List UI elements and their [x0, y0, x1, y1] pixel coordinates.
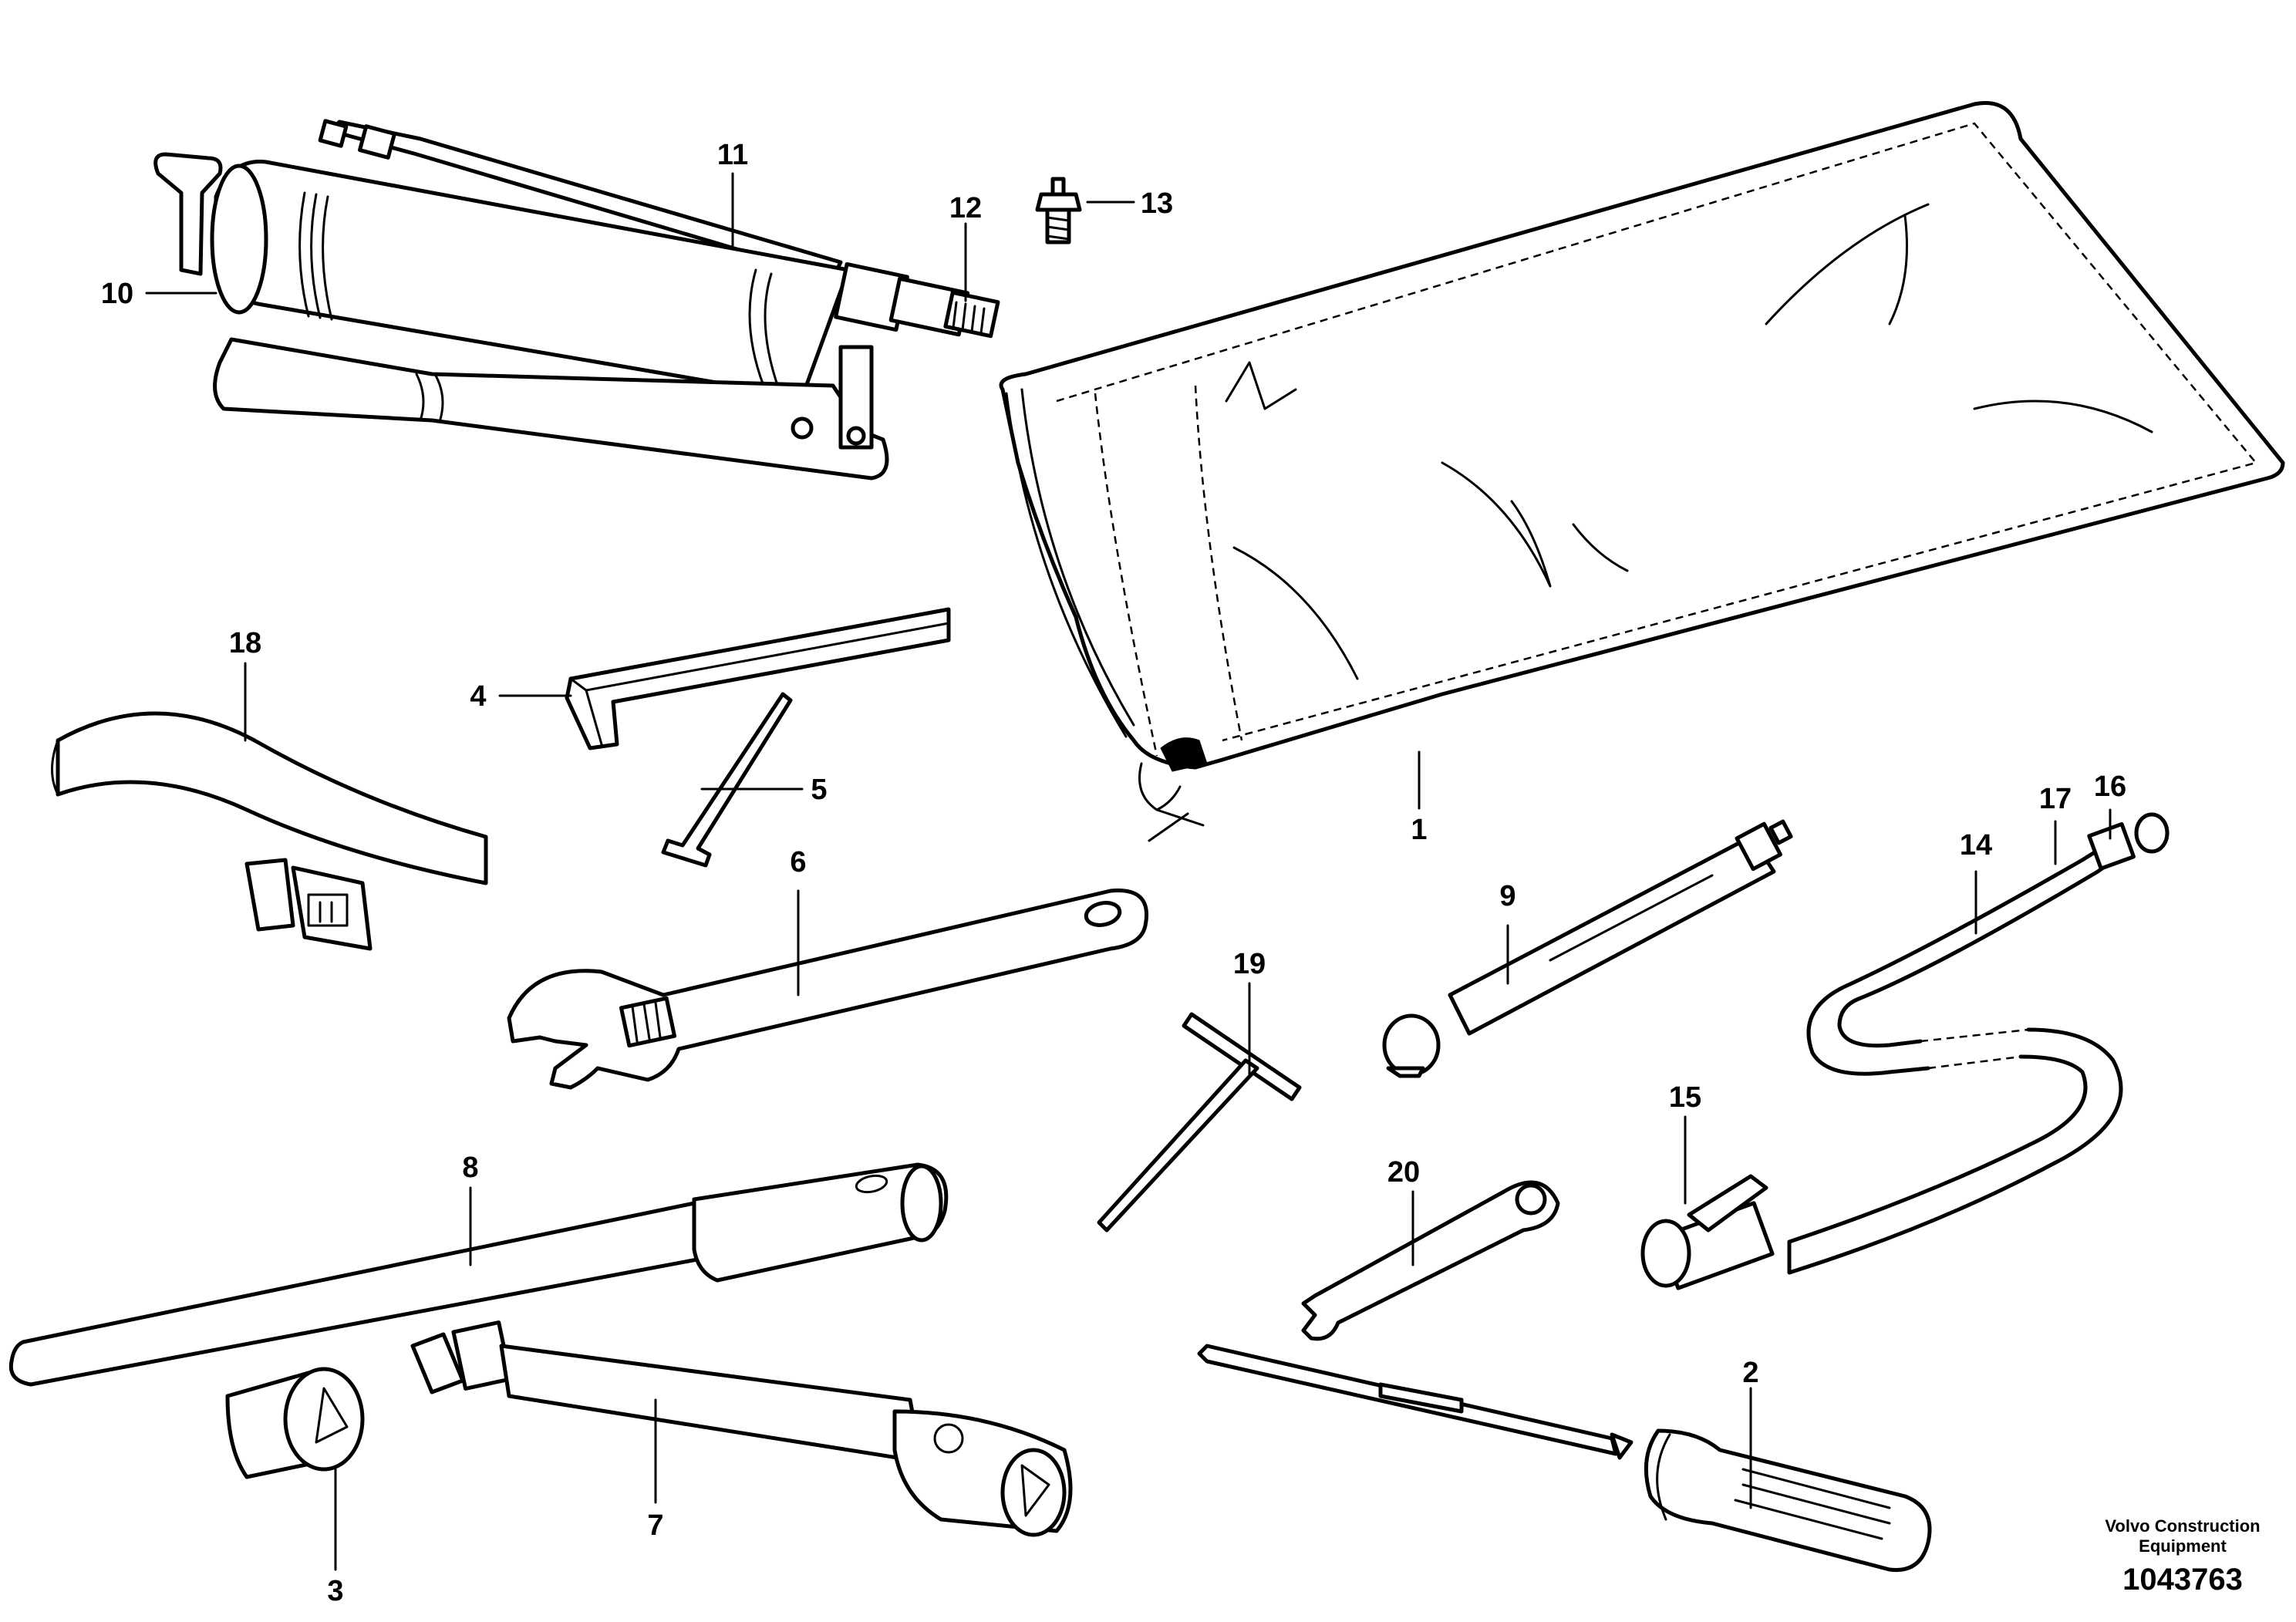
callout-16: 16 — [2094, 771, 2126, 803]
tool-bag-illustration — [999, 101, 2285, 842]
callout-10: 10 — [101, 278, 133, 310]
grease-gun-illustration — [153, 119, 1000, 481]
drawing-number: 1043763 — [2122, 1563, 2243, 1597]
manufacturer-credit: Volvo Construction Equipment — [2044, 1516, 2296, 1556]
combination-spanner-illustration — [1301, 1180, 1560, 1341]
callout-19: 19 — [1233, 948, 1266, 980]
socket-illustration — [225, 1367, 365, 1479]
grease-nipple-illustration — [1035, 177, 1082, 244]
callout-3: 3 — [327, 1575, 343, 1607]
callout-1: 1 — [1411, 814, 1427, 846]
callout-7: 7 — [647, 1509, 663, 1542]
callout-12: 12 — [949, 192, 982, 224]
callout-17: 17 — [2039, 783, 2072, 815]
small-hex-key-illustration — [661, 692, 793, 868]
adjustable-wrench-illustration — [507, 889, 1148, 1090]
callout-5: 5 — [811, 774, 827, 806]
filter-strap-wrench-illustration — [51, 711, 488, 951]
callout-2: 2 — [1742, 1357, 1758, 1389]
box-wrench-handle-illustration — [410, 1320, 1073, 1537]
callout-15: 15 — [1669, 1081, 1701, 1114]
callout-8: 8 — [462, 1152, 478, 1184]
tyre-inflation-hose-illustration — [1640, 812, 2170, 1290]
leader-lines — [145, 172, 2112, 1571]
callout-18: 18 — [229, 627, 261, 659]
callout-14: 14 — [1960, 829, 1992, 862]
callout-6: 6 — [790, 846, 806, 878]
callout-20: 20 — [1387, 1156, 1420, 1189]
callout-9: 9 — [1499, 880, 1515, 912]
manufacturer-line-1: Volvo Construction — [2105, 1516, 2261, 1536]
t-handle-hex-key-illustration — [1097, 1012, 1302, 1233]
callout-4: 4 — [470, 680, 486, 713]
pressure-gauge-illustration — [1382, 819, 1793, 1078]
large-hex-key-illustration — [565, 607, 951, 750]
screwdriver-illustration — [1197, 1344, 1932, 1573]
callout-13: 13 — [1141, 187, 1173, 220]
callout-11: 11 — [717, 139, 748, 171]
tommy-bar-illustration — [8, 1162, 949, 1387]
manufacturer-line-2: Equipment — [2139, 1536, 2227, 1556]
